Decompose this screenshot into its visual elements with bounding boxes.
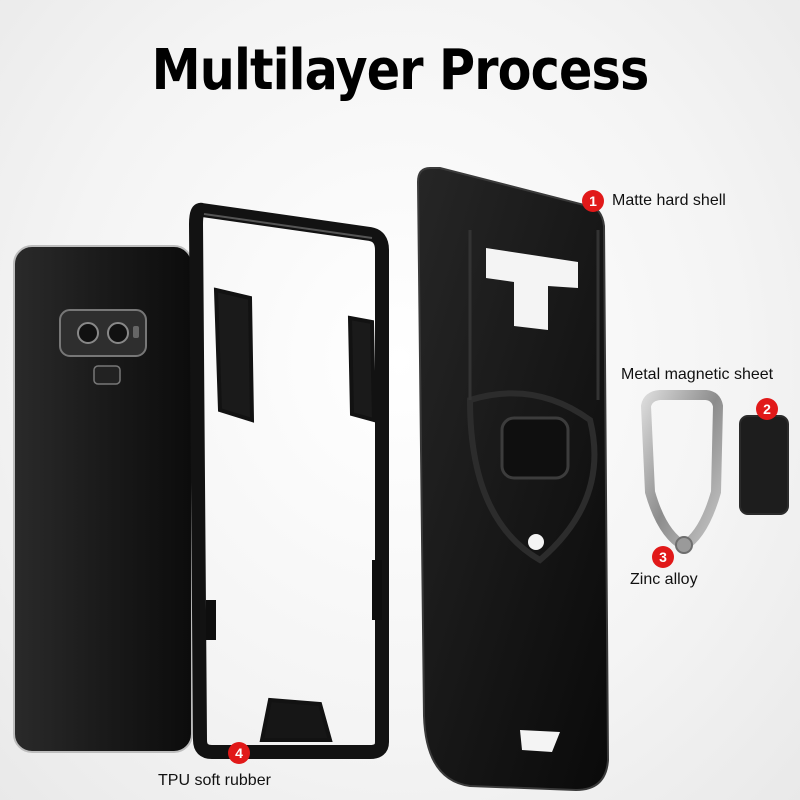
ring-holder-image <box>640 390 724 554</box>
layer-2-badge: 2 <box>756 398 778 420</box>
layer-4-label: TPU soft rubber <box>158 772 271 789</box>
layer-1-label: Matte hard shell <box>612 192 726 209</box>
phone-image <box>13 245 193 753</box>
layer-3-label: Zinc alloy <box>630 571 698 588</box>
layer-3-badge: 3 <box>652 546 674 568</box>
magnetic-sheet-image <box>739 415 789 515</box>
layer-4-badge: 4 <box>228 742 250 764</box>
tpu-frame-image <box>188 202 389 759</box>
headline-title: Multilayer Process <box>151 38 650 103</box>
layer-2-label: Metal magnetic sheet <box>621 366 774 383</box>
hard-shell-image <box>416 167 610 792</box>
layer-1-badge: 1 <box>582 190 604 212</box>
